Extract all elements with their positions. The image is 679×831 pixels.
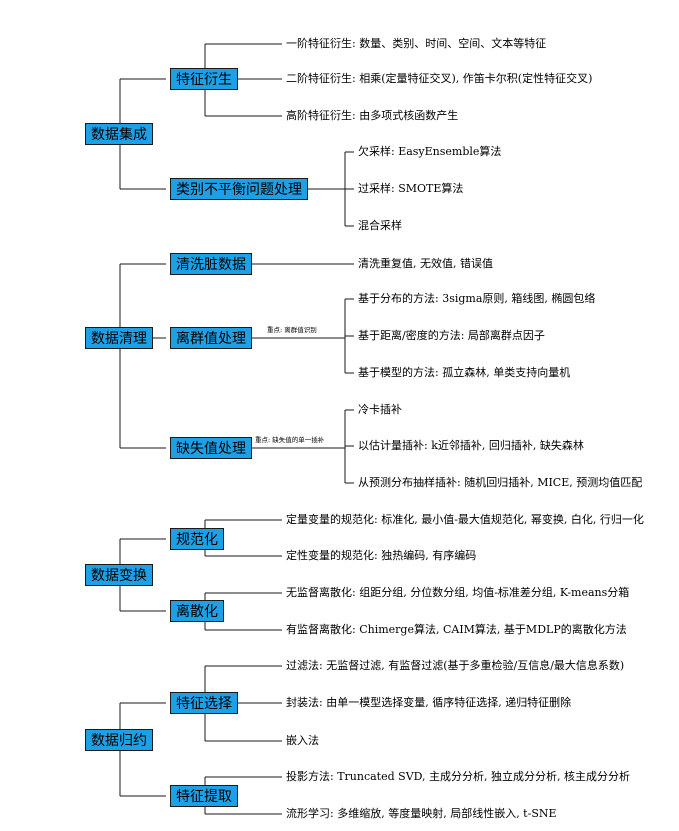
- leaf-quantitative-normalization: 定量变量的规范化: 标准化, 最小值-最大值规范化, 幂变换, 白化, 行归一化: [286, 513, 644, 526]
- leaf-wrapper-methods: 封装法: 由单一模型选择变量, 循序特征选择, 递归特征删除: [286, 696, 572, 709]
- root-node-data-cleaning: 数据清理: [85, 327, 153, 349]
- leaf-manifold-learning: 流形学习: 多维缩放, 等度量映射, 局部线性嵌入, t-SNE: [286, 807, 557, 820]
- leaf-dedupe-invalid-errors: 清洗重复值, 无效值, 错误值: [358, 257, 493, 270]
- leaf-hybrid-sampling: 混合采样: [358, 219, 402, 232]
- leaf-cold-deck-imputation: 冷卡插补: [358, 403, 402, 416]
- leaf-supervised-discretization: 有监督离散化: Chimerge算法, CAIM算法, 基于MDLP的离散化方法: [286, 623, 627, 636]
- note-outlier-identification: 重点: 离群值识别: [267, 326, 317, 334]
- leaf-first-order-derivation: 一阶特征衍生: 数量、类别、时间、空间、文本等特征: [286, 37, 547, 50]
- leaf-model-methods: 基于模型的方法: 孤立森林, 单类支持向量机: [358, 366, 571, 379]
- note-single-imputation: 重点: 缺失值的单一插补: [255, 436, 325, 444]
- leaf-unsupervised-discretization: 无监督离散化: 组距分组, 分位数分组, 均值-标准差分组, K-means分箱: [286, 586, 630, 599]
- branch-node-missing-values: 缺失值处理: [170, 437, 252, 459]
- leaf-second-order-derivation: 二阶特征衍生: 相乘(定量特征交叉), 作笛卡尔积(定性特征交叉): [286, 72, 593, 85]
- branch-node-feature-extraction: 特征提取: [170, 785, 238, 807]
- root-node-data-integration: 数据集成: [85, 123, 153, 145]
- branch-node-discretization: 离散化: [170, 600, 224, 622]
- leaf-high-order-derivation: 高阶特征衍生: 由多项式核函数产生: [286, 109, 459, 122]
- root-node-data-reduction: 数据归约: [85, 729, 153, 751]
- branch-node-outlier-handling: 离群值处理: [170, 327, 252, 349]
- leaf-predictive-sampling-imputation: 从预测分布抽样插补: 随机回归插补, MICE, 预测均值匹配: [358, 476, 643, 489]
- leaf-oversampling: 过采样: SMOTE算法: [358, 182, 464, 195]
- branch-node-feature-derivation: 特征衍生: [170, 68, 238, 90]
- leaf-distance-density-methods: 基于距离/密度的方法: 局部离群点因子: [358, 329, 545, 342]
- leaf-embedded-methods: 嵌入法: [286, 734, 319, 747]
- branch-node-class-imbalance: 类别不平衡问题处理: [170, 178, 308, 200]
- branch-node-normalization: 规范化: [170, 528, 224, 550]
- leaf-filter-methods: 过滤法: 无监督过滤, 有监督过滤(基于多重检验/互信息/最大信息系数): [286, 659, 625, 672]
- leaf-projection-methods: 投影方法: Truncated SVD, 主成分分析, 独立成分分析, 核主成分…: [286, 770, 631, 783]
- leaf-estimator-imputation: 以估计量插补: k近邻插补, 回归插补, 缺失森林: [358, 439, 584, 452]
- leaf-undersampling: 欠采样: EasyEnsemble算法: [358, 145, 502, 158]
- leaf-distribution-methods: 基于分布的方法: 3sigma原则, 箱线图, 椭圆包络: [358, 292, 596, 305]
- branch-node-feature-selection: 特征选择: [170, 692, 238, 714]
- leaf-qualitative-normalization: 定性变量的规范化: 独热编码, 有序编码: [286, 549, 477, 562]
- root-node-data-transformation: 数据变换: [85, 564, 153, 586]
- branch-node-dirty-data: 清洗脏数据: [170, 253, 252, 275]
